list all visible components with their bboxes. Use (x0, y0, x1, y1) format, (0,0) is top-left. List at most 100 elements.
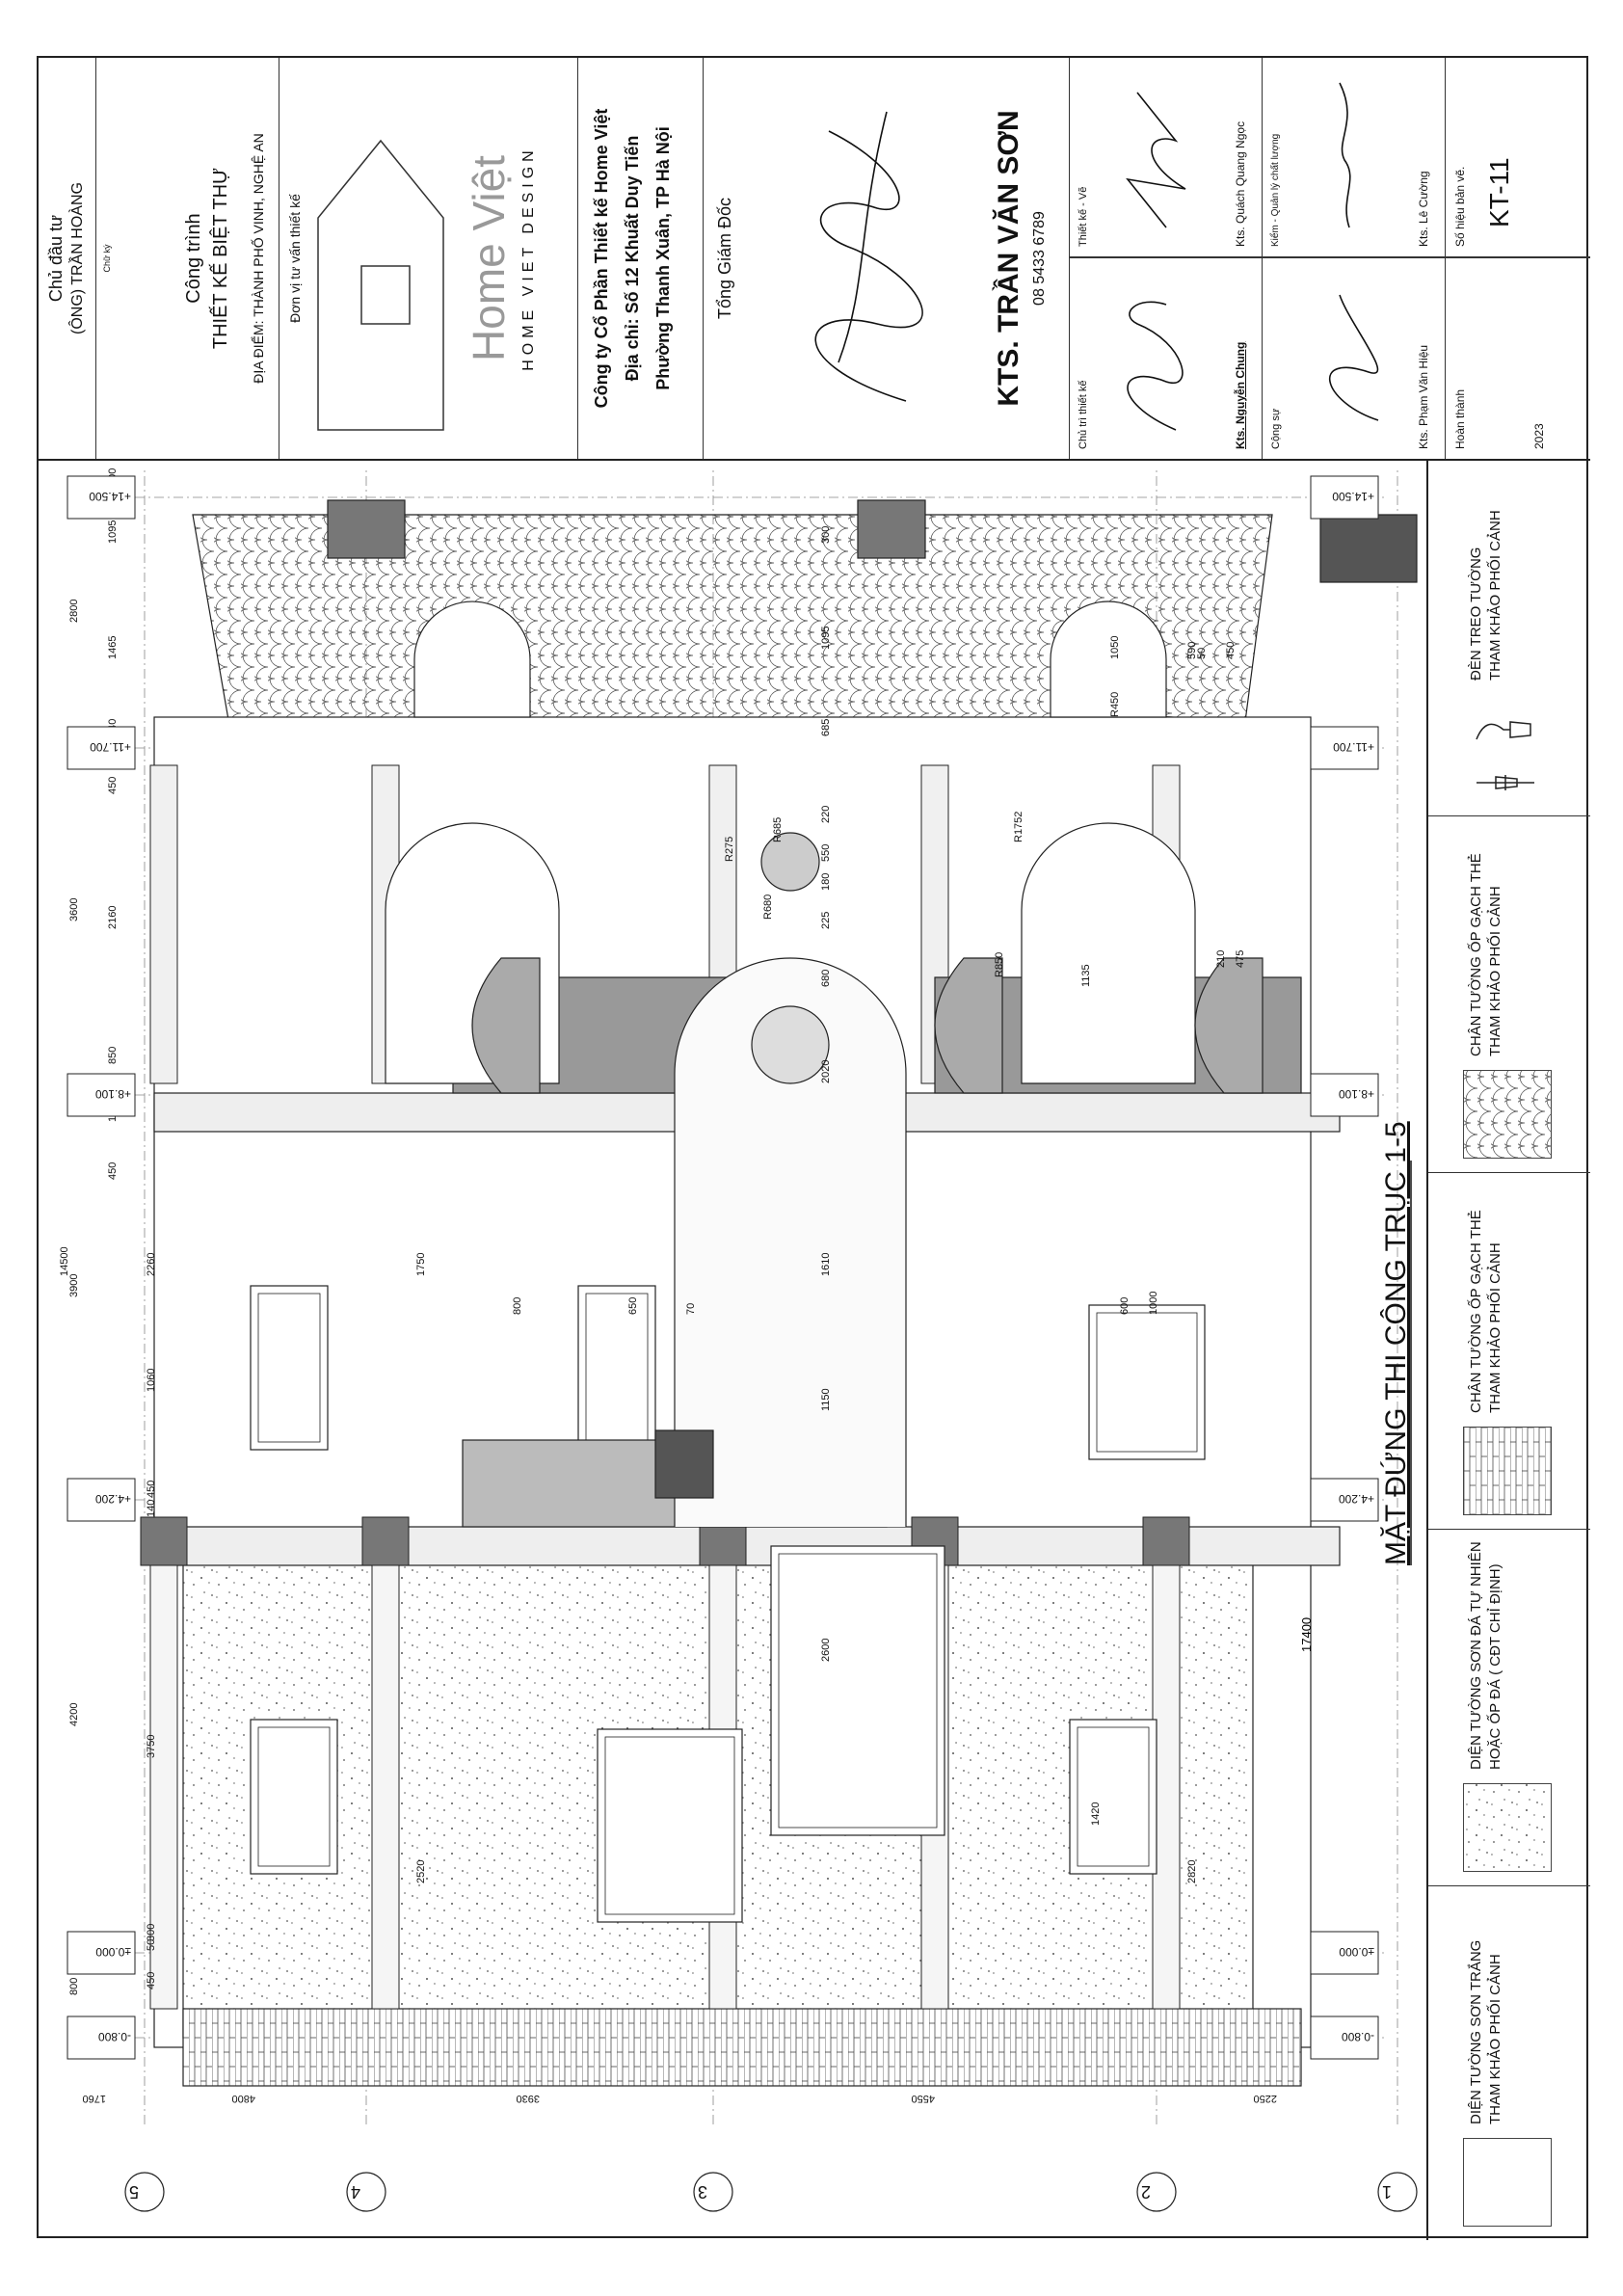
window-dimension: 800 (512, 1297, 523, 1315)
dimension-label: 2600 (820, 1639, 832, 1662)
legend-text: DIỆN TƯỜNG SƠN TRẮNG THAM KHẢO PHỐI CẢNH (1468, 1939, 1503, 2124)
window-inner-frame (1077, 1726, 1150, 1867)
drawing-sheet: 2250455039304800176028002800360036003900… (37, 56, 1590, 2240)
dimension-label: 50 (146, 1939, 157, 1951)
column-shaft (149, 764, 178, 1084)
dimension-label: 450 (146, 1972, 157, 1989)
owner-label: Chủ đầu tư (46, 214, 66, 303)
dimension-label: 450 (146, 1481, 157, 1498)
company-address-1: Địa chỉ: Số 12 Khuất Duy Tiến (623, 135, 642, 382)
storey-height-label: 800 (68, 1978, 80, 1995)
window-dimension: 1420 (1090, 1802, 1102, 1826)
level-tag-box (1310, 726, 1379, 770)
completed-label: Hoàn thành (1453, 388, 1467, 449)
person-3: Kts. Phạm Văn Hiệu (1417, 344, 1430, 449)
column-shaft (371, 1564, 400, 2010)
legend: DIỆN TƯỜNG SƠN TRẮNG THAM KHẢO PHỐI CẢNH… (1426, 461, 1590, 2240)
radius-label: R685 (772, 817, 784, 842)
total-width: 17400 (1299, 1617, 1314, 1652)
architect-phone: 08 5433 6789 (1031, 211, 1048, 306)
column-capital (140, 1516, 188, 1566)
radius-label: R850 (994, 952, 1005, 977)
legend-item: CHÂN TƯỜNG ỐP GẠCH THẺ THAM KHẢO PHỐI CẢ… (1428, 1172, 1590, 1529)
owner-section: Chủ đầu tư (ÔNG) TRẦN HOÀNG (39, 58, 96, 459)
director-signature (814, 111, 923, 402)
axis-span-label: 2250 (1254, 2093, 1277, 2104)
level-tag-box (67, 1931, 136, 1975)
window-dimension: 475 (1235, 950, 1246, 968)
company-address-2: Phường Thanh Xuân, TP Hà Nội (653, 126, 673, 390)
window-frame (577, 1285, 656, 1451)
radius-label: R450 (1109, 692, 1121, 717)
level-tag-box (1310, 1931, 1379, 1975)
window-inner-frame (257, 1726, 331, 1867)
person-1: Kts. Nguyễn Chung (1234, 341, 1247, 449)
window-dimension: 210 (1215, 950, 1227, 968)
qc-section: Cộng sự Kiểm - Quản lý chất lượng Kts. P… (1263, 58, 1446, 459)
window-dimension: 1000 (1148, 1292, 1159, 1315)
rotated-sheet: 2250455039304800176028002800360036003900… (39, 58, 1590, 2240)
legend-swatch-brick (1463, 1427, 1552, 1515)
level-label: ±0.000 (1339, 1945, 1374, 1959)
dimension-label: 140 (146, 1500, 157, 1517)
signature (1339, 82, 1351, 228)
dimension-label: 300 (146, 1924, 157, 1941)
dimension-label: 300 (820, 526, 832, 544)
axis-label: 1 (1382, 2182, 1392, 2202)
legend-text: CHÂN TƯỜNG ỐP GẠCH THẺ THAM KHẢO PHỐI CẢ… (1468, 1210, 1503, 1413)
drawing-title: MẶT ĐỨNG THI CÔNG TRỤC 1-5 (1379, 1121, 1412, 1565)
window-inner-frame (1096, 1312, 1198, 1453)
logo-house-icon (317, 139, 444, 431)
sheet-number-label: Số hiệu bản vẽ. (1453, 166, 1467, 247)
person-2: Kts. Quách Quang Ngọc (1234, 120, 1247, 247)
level-label: +14.500 (1332, 490, 1374, 503)
dimension-label: 680 (820, 970, 832, 987)
level-tag-box (67, 1073, 136, 1117)
level-tag-box (1310, 1478, 1379, 1522)
legend-text: DIỆN TƯỜNG SƠN ĐÁ TỰ NHIÊN HOẶC ỐP ĐÁ ( … (1468, 1541, 1503, 1770)
window-inner-frame (604, 1736, 735, 1915)
wall-lamp-icon (1476, 721, 1534, 790)
dimension-label: 450 (107, 1162, 119, 1180)
window-dimension: 2820 (1186, 1860, 1198, 1883)
axis-bubble (693, 2172, 733, 2212)
dimension-label: 2260 (146, 1253, 157, 1276)
dimension-label: 1095 (820, 627, 832, 650)
owner-name: (ÔNG) TRẦN HOÀNG (69, 182, 86, 334)
column-capital (361, 1516, 410, 1566)
axis-bubble (1377, 2172, 1418, 2212)
window-dimension: 70 (685, 1303, 697, 1315)
storey-height-label: 3600 (68, 898, 80, 921)
role-design-draw: Thiết kế - Vẽ (1078, 186, 1089, 247)
sign-label: Chữ ký (102, 244, 112, 273)
axis-bubble (1136, 2172, 1177, 2212)
window-frame (250, 1285, 329, 1451)
project-label: Công trình (183, 213, 204, 304)
level-label: +11.700 (1333, 740, 1374, 754)
axis-label: 4 (351, 2182, 360, 2202)
window-frame (1069, 1719, 1157, 1875)
legend-item: ĐÈN TREO TƯỜNG THAM KHẢO PHỐI CẢNH (1428, 461, 1590, 815)
person-4: Kts. Lê Cường (1417, 171, 1430, 247)
dimension-label: 180 (820, 873, 832, 891)
level-label: -0.800 (98, 2030, 131, 2043)
level-tag-box (67, 2016, 136, 2060)
window-frame (770, 1545, 945, 1836)
window-dimension: 1750 (415, 1253, 427, 1276)
logo-subtitle: HOME VIET DESIGN (520, 146, 537, 371)
level-label: +4.200 (1339, 1492, 1374, 1506)
dimension-label: 450 (107, 777, 119, 794)
axis-label: 3 (698, 2182, 707, 2202)
dimension-label: 850 (107, 1047, 119, 1064)
legend-text: ĐÈN TREO TƯỜNG THAM KHẢO PHỐI CẢNH (1468, 510, 1503, 681)
dimension-label: 225 (820, 912, 832, 929)
architect-name: KTS. TRẦN VĂN SƠN (993, 110, 1024, 407)
column-capital (1142, 1516, 1190, 1566)
owner-sign-section: Chữ ký Công trình THIẾT KẾ BIỆT THỰ ĐỊA … (96, 58, 279, 459)
legend-item: DIỆN TƯỜNG SƠN ĐÁ TỰ NHIÊN HOẶC ỐP ĐÁ ( … (1428, 1529, 1590, 1885)
storey-height-label: 4200 (68, 1703, 80, 1726)
axis-bubble (124, 2172, 165, 2212)
company-section: Công ty Cổ Phần Thiết kế Home Việt Địa c… (578, 58, 704, 459)
level-label: +8.100 (95, 1087, 131, 1101)
dimension-label: 2020 (820, 1060, 832, 1083)
